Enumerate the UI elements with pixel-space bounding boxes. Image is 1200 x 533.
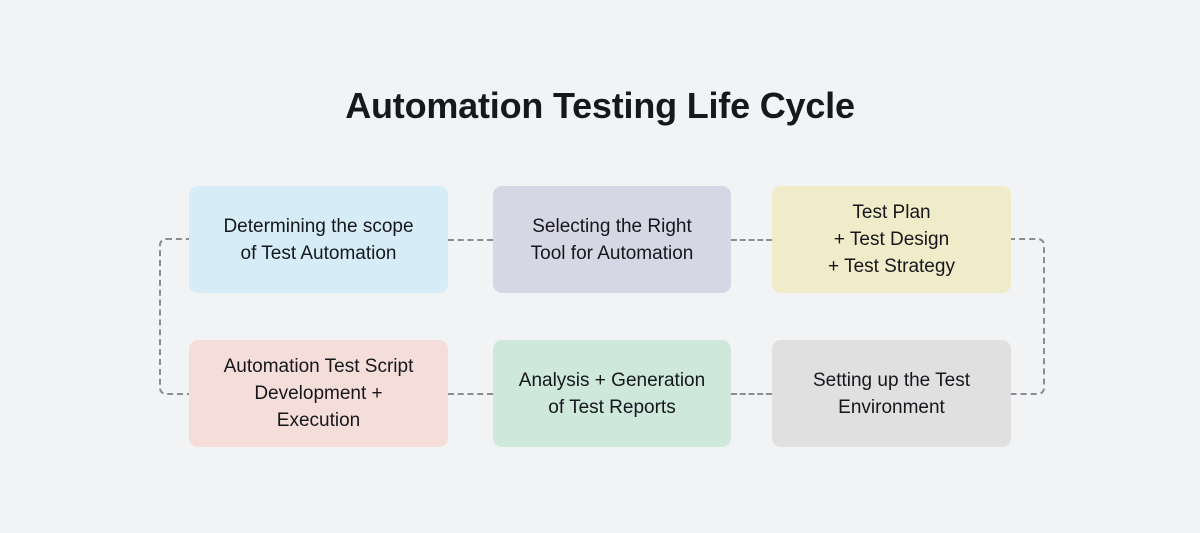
stage-label: Test Plan + Test Design + Test Strategy: [828, 202, 955, 277]
connector-stage4-to-stage5: [731, 393, 772, 395]
stage-label: Automation Test Script Development + Exe…: [223, 356, 414, 431]
connector-stage6-to-stage1: [159, 238, 191, 395]
stage-box-test-plan-design-strategy[interactable]: Test Plan + Test Design + Test Strategy: [772, 186, 1011, 293]
stage-box-selecting-tool[interactable]: Selecting the Right Tool for Automation: [493, 186, 731, 293]
stage-label: Selecting the Right Tool for Automation: [530, 215, 694, 264]
stage-label: Determining the scope of Test Automation: [223, 215, 414, 264]
stage-label: Setting up the Test Environment: [812, 369, 971, 418]
stage-box-automation-test-script[interactable]: Automation Test Script Development + Exe…: [189, 340, 448, 447]
stage-label: Analysis + Generation of Test Reports: [518, 369, 706, 418]
connector-stage2-to-stage3: [731, 239, 772, 241]
stage-box-analysis-reports[interactable]: Analysis + Generation of Test Reports: [493, 340, 731, 447]
stage-box-test-environment[interactable]: Setting up the Test Environment: [772, 340, 1011, 447]
connector-stage5-to-stage6: [448, 393, 493, 395]
page-title: Automation Testing Life Cycle: [345, 85, 855, 126]
connector-stage3-to-stage4: [1009, 238, 1045, 395]
connector-stage1-to-stage2: [448, 239, 493, 241]
stage-box-determining-scope[interactable]: Determining the scope of Test Automation: [189, 186, 448, 293]
